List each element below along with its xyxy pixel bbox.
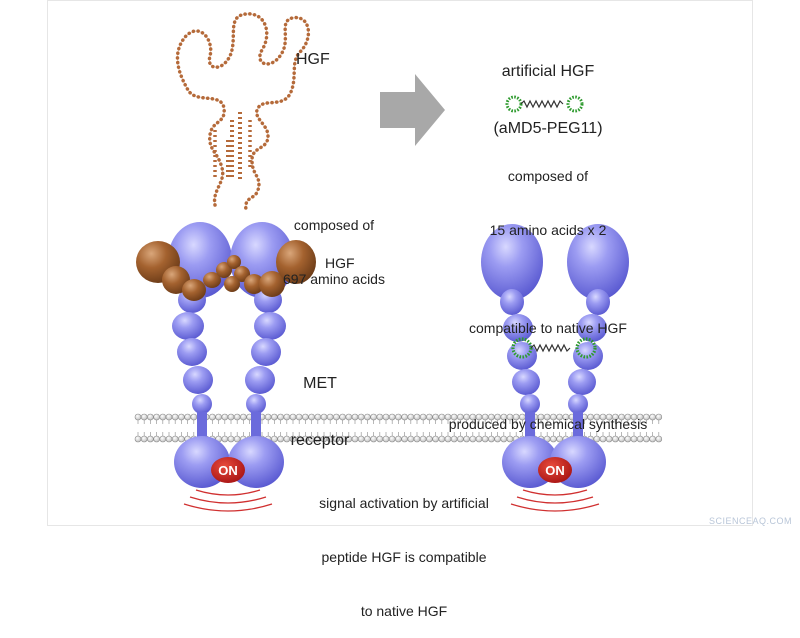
- on-badge-left: ON: [211, 457, 245, 483]
- lipid-head: [364, 435, 371, 443]
- lipid-head: [159, 435, 167, 443]
- lipid-head: [271, 413, 278, 421]
- met-label-line1: MET: [303, 375, 337, 392]
- artificial-hgf-icon: [505, 95, 584, 113]
- lipid-head: [382, 413, 390, 421]
- lipid-head: [140, 413, 148, 421]
- lipid-head: [370, 435, 377, 443]
- lipid-head: [370, 413, 377, 421]
- cell-membrane: [134, 413, 663, 443]
- watermark: SCIENCEAQ.COM: [708, 516, 792, 526]
- lipid-head: [178, 413, 185, 421]
- lipid-head: [264, 413, 272, 421]
- hgf-desc-line1: composed of: [293, 217, 375, 233]
- lipid-head: [165, 413, 173, 421]
- lipid-head: [147, 413, 154, 421]
- artificial-desc-line2: 15 amino acids x 2: [489, 222, 607, 238]
- artificial-desc-line1: composed of: [507, 168, 589, 184]
- artificial-hgf-description: composed of 15 amino acids x 2 compatibl…: [428, 131, 668, 451]
- svg-text:ON: ON: [218, 463, 238, 478]
- hgf-description: composed of 697 amino acids: [272, 180, 396, 306]
- lipid-head: [655, 413, 663, 421]
- signal-caption: signal activation by artificial peptide …: [296, 458, 512, 638]
- lipid-head: [419, 435, 427, 443]
- lipid-head: [184, 413, 191, 421]
- lipid-head: [655, 435, 663, 443]
- lipid-head: [240, 413, 247, 421]
- bound-hgf-label: HGF: [325, 255, 355, 271]
- lipid-head: [413, 435, 421, 443]
- met-receptor-label: MET receptor: [280, 336, 360, 469]
- signal-waves-right: [510, 489, 600, 512]
- lipid-head: [407, 413, 415, 421]
- lipid-head: [233, 413, 241, 421]
- lipid-head: [401, 413, 408, 421]
- lipid-head: [147, 435, 154, 443]
- lipid-head: [376, 413, 384, 421]
- lipid-head: [221, 413, 229, 421]
- caption-line1: signal activation by artificial: [319, 495, 489, 511]
- hgf-desc-line2: 697 amino acids: [283, 271, 385, 287]
- signal-waves-left: [183, 489, 273, 512]
- lipid-head: [376, 435, 384, 443]
- on-badge-right: ON: [538, 457, 572, 483]
- lipid-head: [190, 413, 198, 421]
- lipid-head: [221, 435, 229, 443]
- lipid-head: [388, 435, 396, 443]
- lipid-head: [407, 435, 415, 443]
- lipid-head: [140, 435, 148, 443]
- bound-artificial-hgf: [511, 337, 597, 359]
- caption-line3: to native HGF: [360, 603, 448, 619]
- lipid-head: [419, 413, 427, 421]
- met-receptor-right: [481, 224, 629, 488]
- artificial-desc-line3: compatible to native HGF: [469, 320, 627, 336]
- lipid-head: [382, 435, 390, 443]
- lipid-head: [364, 413, 371, 421]
- hgf-label: HGF: [296, 51, 330, 68]
- lipid-head: [395, 435, 402, 443]
- lipid-head: [134, 435, 142, 443]
- lipid-head: [233, 435, 241, 443]
- diagram-canvas: ON ON: [134, 12, 663, 512]
- lipid-head: [159, 413, 167, 421]
- lipid-head: [178, 435, 185, 443]
- lipid-head: [413, 413, 421, 421]
- lipid-head: [134, 413, 142, 421]
- artificial-desc-line4: produced by chemical synthesis: [448, 416, 648, 432]
- caption-line2: peptide HGF is compatible: [321, 549, 487, 565]
- met-label-line2: receptor: [290, 432, 350, 449]
- lipid-head: [227, 435, 235, 443]
- lipid-head: [215, 413, 222, 421]
- lipid-head: [171, 413, 179, 421]
- lipid-head: [227, 413, 235, 421]
- lipid-head: [153, 413, 160, 421]
- artificial-hgf-title: artificial HGF (aMD5-PEG11): [472, 24, 624, 157]
- lipid-head: [153, 435, 160, 443]
- lipid-head: [171, 435, 179, 443]
- artificial-hgf-title-line2: (aMD5-PEG11): [493, 120, 603, 137]
- lipid-head: [395, 413, 402, 421]
- lipid-head: [209, 413, 216, 421]
- lipid-head: [401, 435, 408, 443]
- artificial-hgf-title-line1: artificial HGF: [501, 63, 595, 80]
- lipid-head: [388, 413, 396, 421]
- svg-text:ON: ON: [545, 463, 565, 478]
- native-hgf-molecule: [175, 12, 311, 212]
- lipid-head: [165, 435, 173, 443]
- transition-arrow: [380, 74, 445, 146]
- bound-native-hgf: [136, 240, 316, 301]
